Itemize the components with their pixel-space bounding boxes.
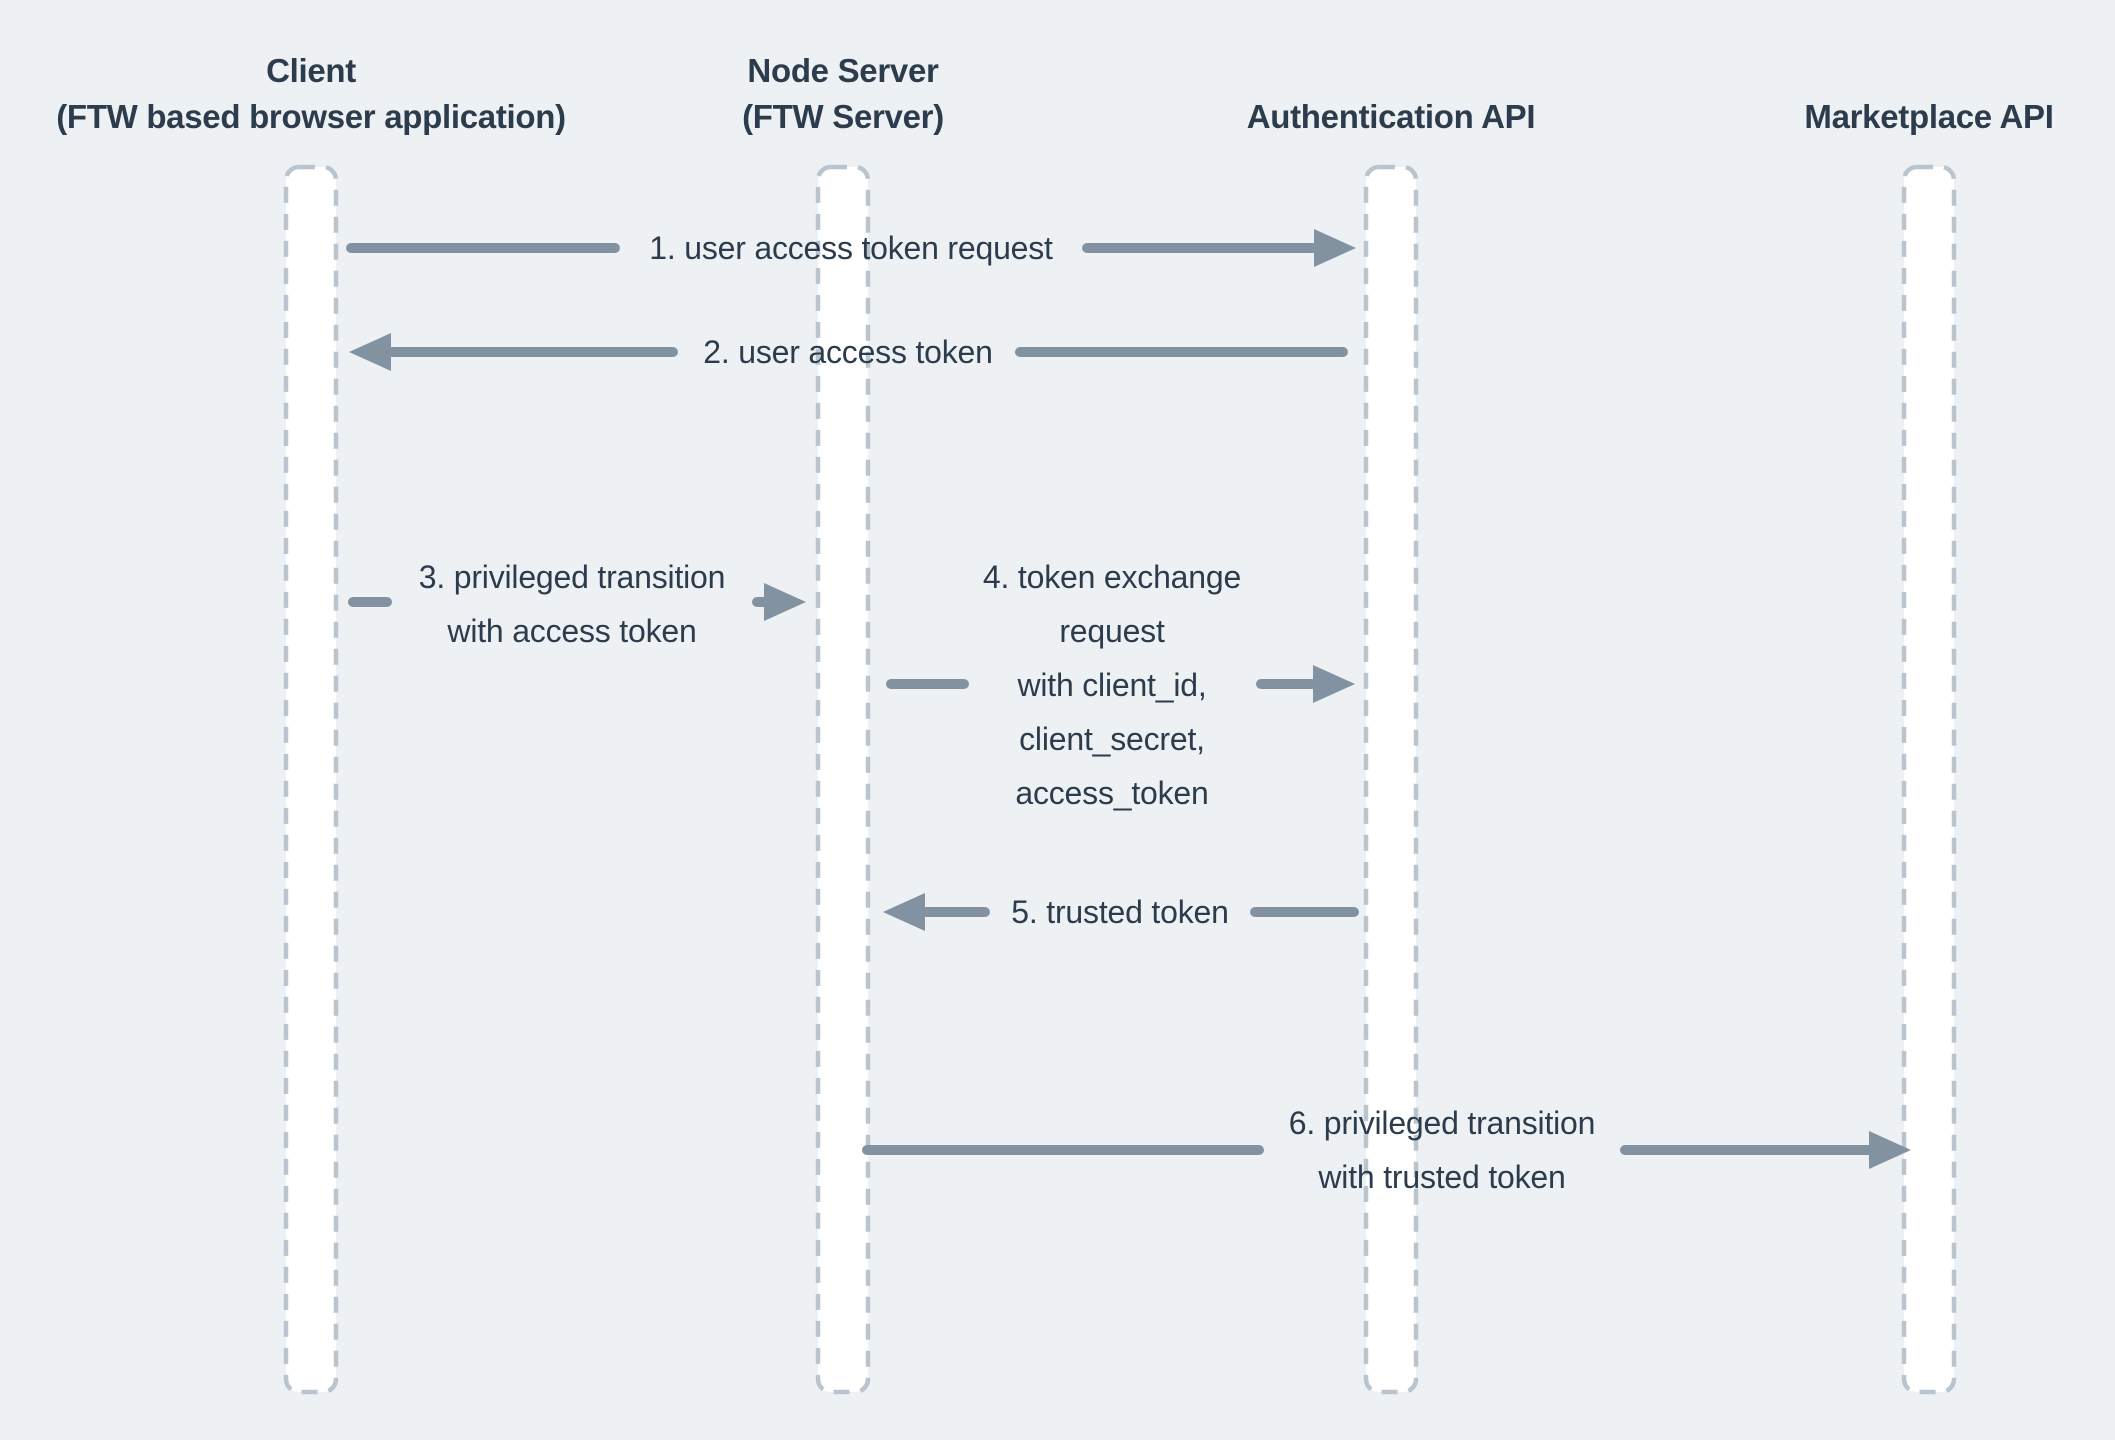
lifeline-authentication-api [1363,164,1419,1395]
message-4-line-segment [1256,679,1317,689]
message-4-arrowhead-right-icon [1313,665,1355,703]
participant-header-authentication-api: Authentication API [1247,94,1536,140]
lifeline-node-server [815,164,871,1395]
lifeline-client [283,164,339,1395]
message-4-line-segment [886,679,969,689]
participant-subtitle: (FTW based browser application) [56,98,566,135]
message-1-arrowhead-right-icon [1314,229,1356,267]
message-3-label: 3. privileged transition with access tok… [418,559,726,649]
message-5-line-segment [921,907,990,917]
message-6-line-segment [862,1145,1264,1155]
message-2-label: 2. user access token [703,334,993,370]
message-6-line-segment [1620,1145,1875,1155]
participant-name: Node Server [747,52,939,89]
message-5-line-segment [1250,907,1359,917]
participant-header-marketplace-api: Marketplace API [1804,94,2054,140]
message-1-line-segment [1082,243,1318,253]
message-3-line-segment [752,597,772,607]
participant-name: Marketplace API [1804,98,2054,135]
participant-name: Authentication API [1246,98,1536,135]
message-6-arrowhead-right-icon [1869,1131,1911,1169]
message-1-label: 1. user access token request [649,230,1053,266]
message-2-line-segment [1015,347,1348,357]
message-4-label: 4. token exchange request with client_id… [982,559,1242,811]
participant-header-node-server: Node Server (FTW Server) [742,48,944,140]
message-1-line-segment [346,243,620,253]
participant-header-client: Client (FTW based browser application) [56,48,566,140]
message-5-label: 5. trusted token [1011,894,1229,930]
message-5-arrowhead-left-icon [883,893,925,931]
message-2-arrowhead-left-icon [349,333,391,371]
message-3-arrowhead-right-icon [764,583,806,621]
message-6-label: 6. privileged transition with trusted to… [1288,1105,1596,1195]
message-2-line-segment [387,347,678,357]
participant-name: Client [266,52,356,89]
message-3-line-segment [348,597,392,607]
participant-subtitle: (FTW Server) [742,98,944,135]
lifeline-marketplace-api [1901,164,1957,1395]
